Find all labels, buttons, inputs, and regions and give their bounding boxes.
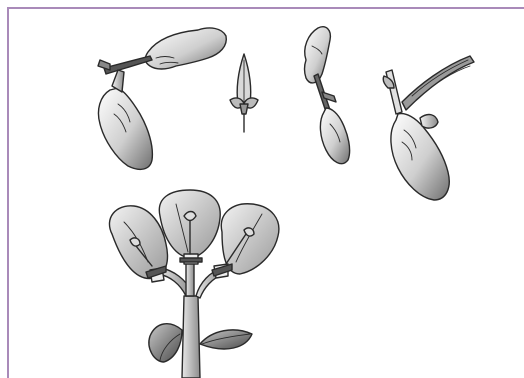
emasculated-flower-bud-icon <box>230 54 258 132</box>
bagged-flowers-plant-icon <box>109 190 278 378</box>
pollen-dusting-brush-icon <box>383 56 474 200</box>
emasculation-scissors-icon <box>98 28 226 169</box>
pollen-transfer-icon <box>305 27 350 164</box>
